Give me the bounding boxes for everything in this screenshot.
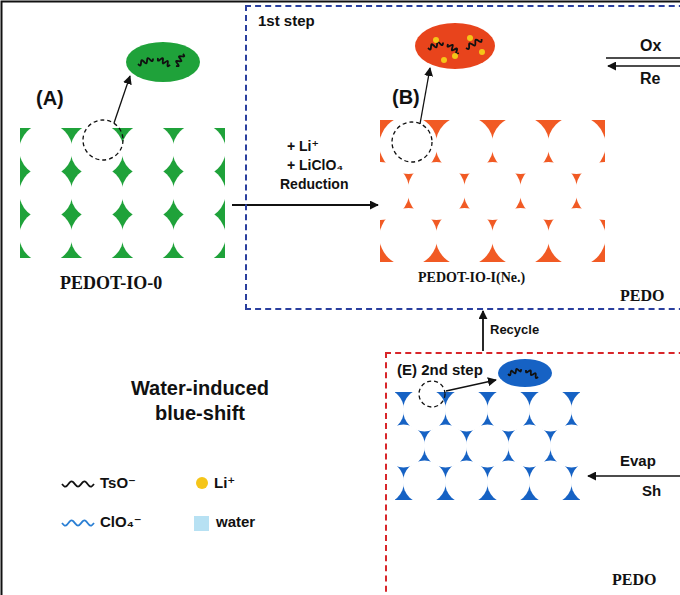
zoom-ellipse [415, 23, 495, 69]
annotation: + Li⁺ [287, 138, 319, 154]
inverse-opal [380, 120, 605, 262]
li-ion [479, 49, 485, 55]
ion-squiggle [174, 53, 185, 67]
edge-label: Recycle [490, 322, 539, 337]
process-arrow [482, 311, 484, 351]
li-ion [433, 37, 439, 43]
legend-text: water [216, 513, 255, 530]
annotation: Evap [620, 452, 656, 469]
zoom-leader [114, 76, 130, 123]
panel-heading: (B) [392, 86, 420, 109]
oxidation-arrow [606, 57, 680, 59]
legend-text: TsO⁻ [100, 474, 136, 492]
structure-panel: (A) PEDOT-IO-0 [18, 85, 230, 300]
zoom-circle [419, 381, 445, 407]
legend-swatch [196, 477, 208, 489]
zoom-ellipse [498, 359, 552, 387]
li-ion [452, 53, 458, 59]
ion-squiggle [507, 367, 521, 375]
sample-name: PEDOT-IO-I(Ne.) [418, 270, 525, 286]
panel-heading: (E) 2nd step [397, 361, 483, 378]
zoom-circle [83, 120, 123, 160]
inverse-opal [20, 128, 225, 258]
panel-heading: (A) [36, 87, 64, 110]
evaporation-arrow [588, 475, 680, 477]
annotation: Water-induced blue-shift [110, 376, 290, 426]
legend-text: Li⁺ [214, 474, 235, 492]
li-ion [441, 57, 447, 63]
legend-swatch [194, 516, 209, 531]
inverse-opal [395, 392, 580, 500]
ion-squiggle [62, 520, 94, 525]
li-ion [467, 35, 473, 41]
sample-name: PEDOT-IO-0 [60, 273, 162, 294]
annotation: Reduction [280, 176, 348, 192]
zoom-leader [420, 68, 430, 124]
zoom-leader [446, 380, 496, 391]
zoom-circle [392, 122, 432, 162]
structure-panel: (B) PEDOT-IO-I(Ne.) [380, 82, 608, 292]
annotation: Re [640, 70, 660, 88]
ion-squiggle [447, 42, 461, 54]
ion-squiggle [157, 56, 171, 67]
annotation: + LiClO₄ [287, 157, 343, 173]
annotation: Ox [640, 37, 661, 55]
annotation: PEDO [620, 287, 664, 305]
zoom-ellipse [126, 42, 200, 82]
annotation: PEDO [612, 571, 656, 589]
process-arrow [232, 204, 378, 206]
annotation: Sh [642, 482, 661, 499]
step-box: (E) 2nd step [385, 352, 680, 595]
ion-squiggle [62, 481, 94, 486]
ion-squiggle [525, 368, 539, 378]
legend-text: ClO₄⁻ [100, 513, 142, 531]
panel-heading: 1st step [258, 12, 315, 29]
ion-squiggle [137, 56, 154, 66]
reduction-arrow [608, 65, 680, 67]
